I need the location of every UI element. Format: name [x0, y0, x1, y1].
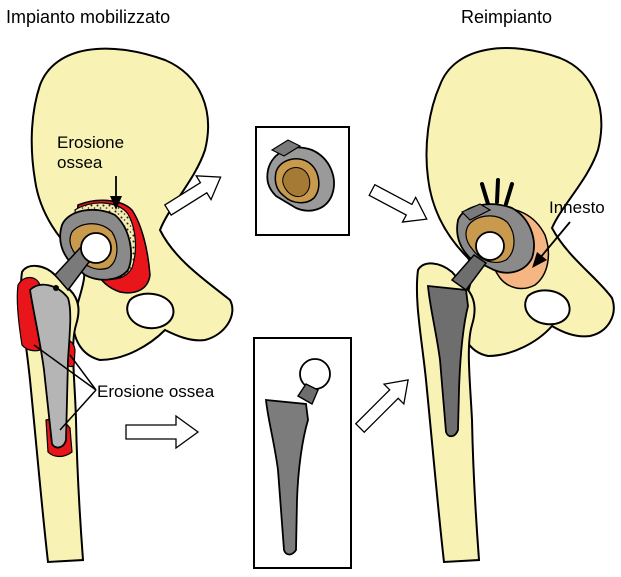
- left-title: Impianto mobilizzato: [6, 8, 170, 27]
- graft-label: Innesto: [549, 198, 605, 217]
- left-obturator-foramen: [127, 294, 173, 329]
- erosion-top-label-line1: Erosione: [57, 133, 124, 152]
- right-screw-2: [497, 180, 498, 202]
- left-femoral-head: [81, 233, 111, 263]
- arrow-stem-to-reimplant: [350, 370, 418, 438]
- erosion-top-label-line2: ossea: [57, 153, 102, 172]
- right-title: Reimpianto: [461, 8, 552, 27]
- right-obturator-foramen: [525, 290, 569, 324]
- erosion-femur-label: Erosione ossea: [97, 382, 214, 401]
- arrow-to-stem: [126, 416, 198, 448]
- arrow-cup-to-reimplant: [365, 178, 433, 232]
- left-hip-loosened: [17, 49, 232, 562]
- right-femoral-head: [476, 232, 504, 260]
- left-stem-hole: [53, 285, 59, 291]
- right-hip-reimplant: [417, 48, 614, 562]
- new-stem-head: [300, 359, 330, 389]
